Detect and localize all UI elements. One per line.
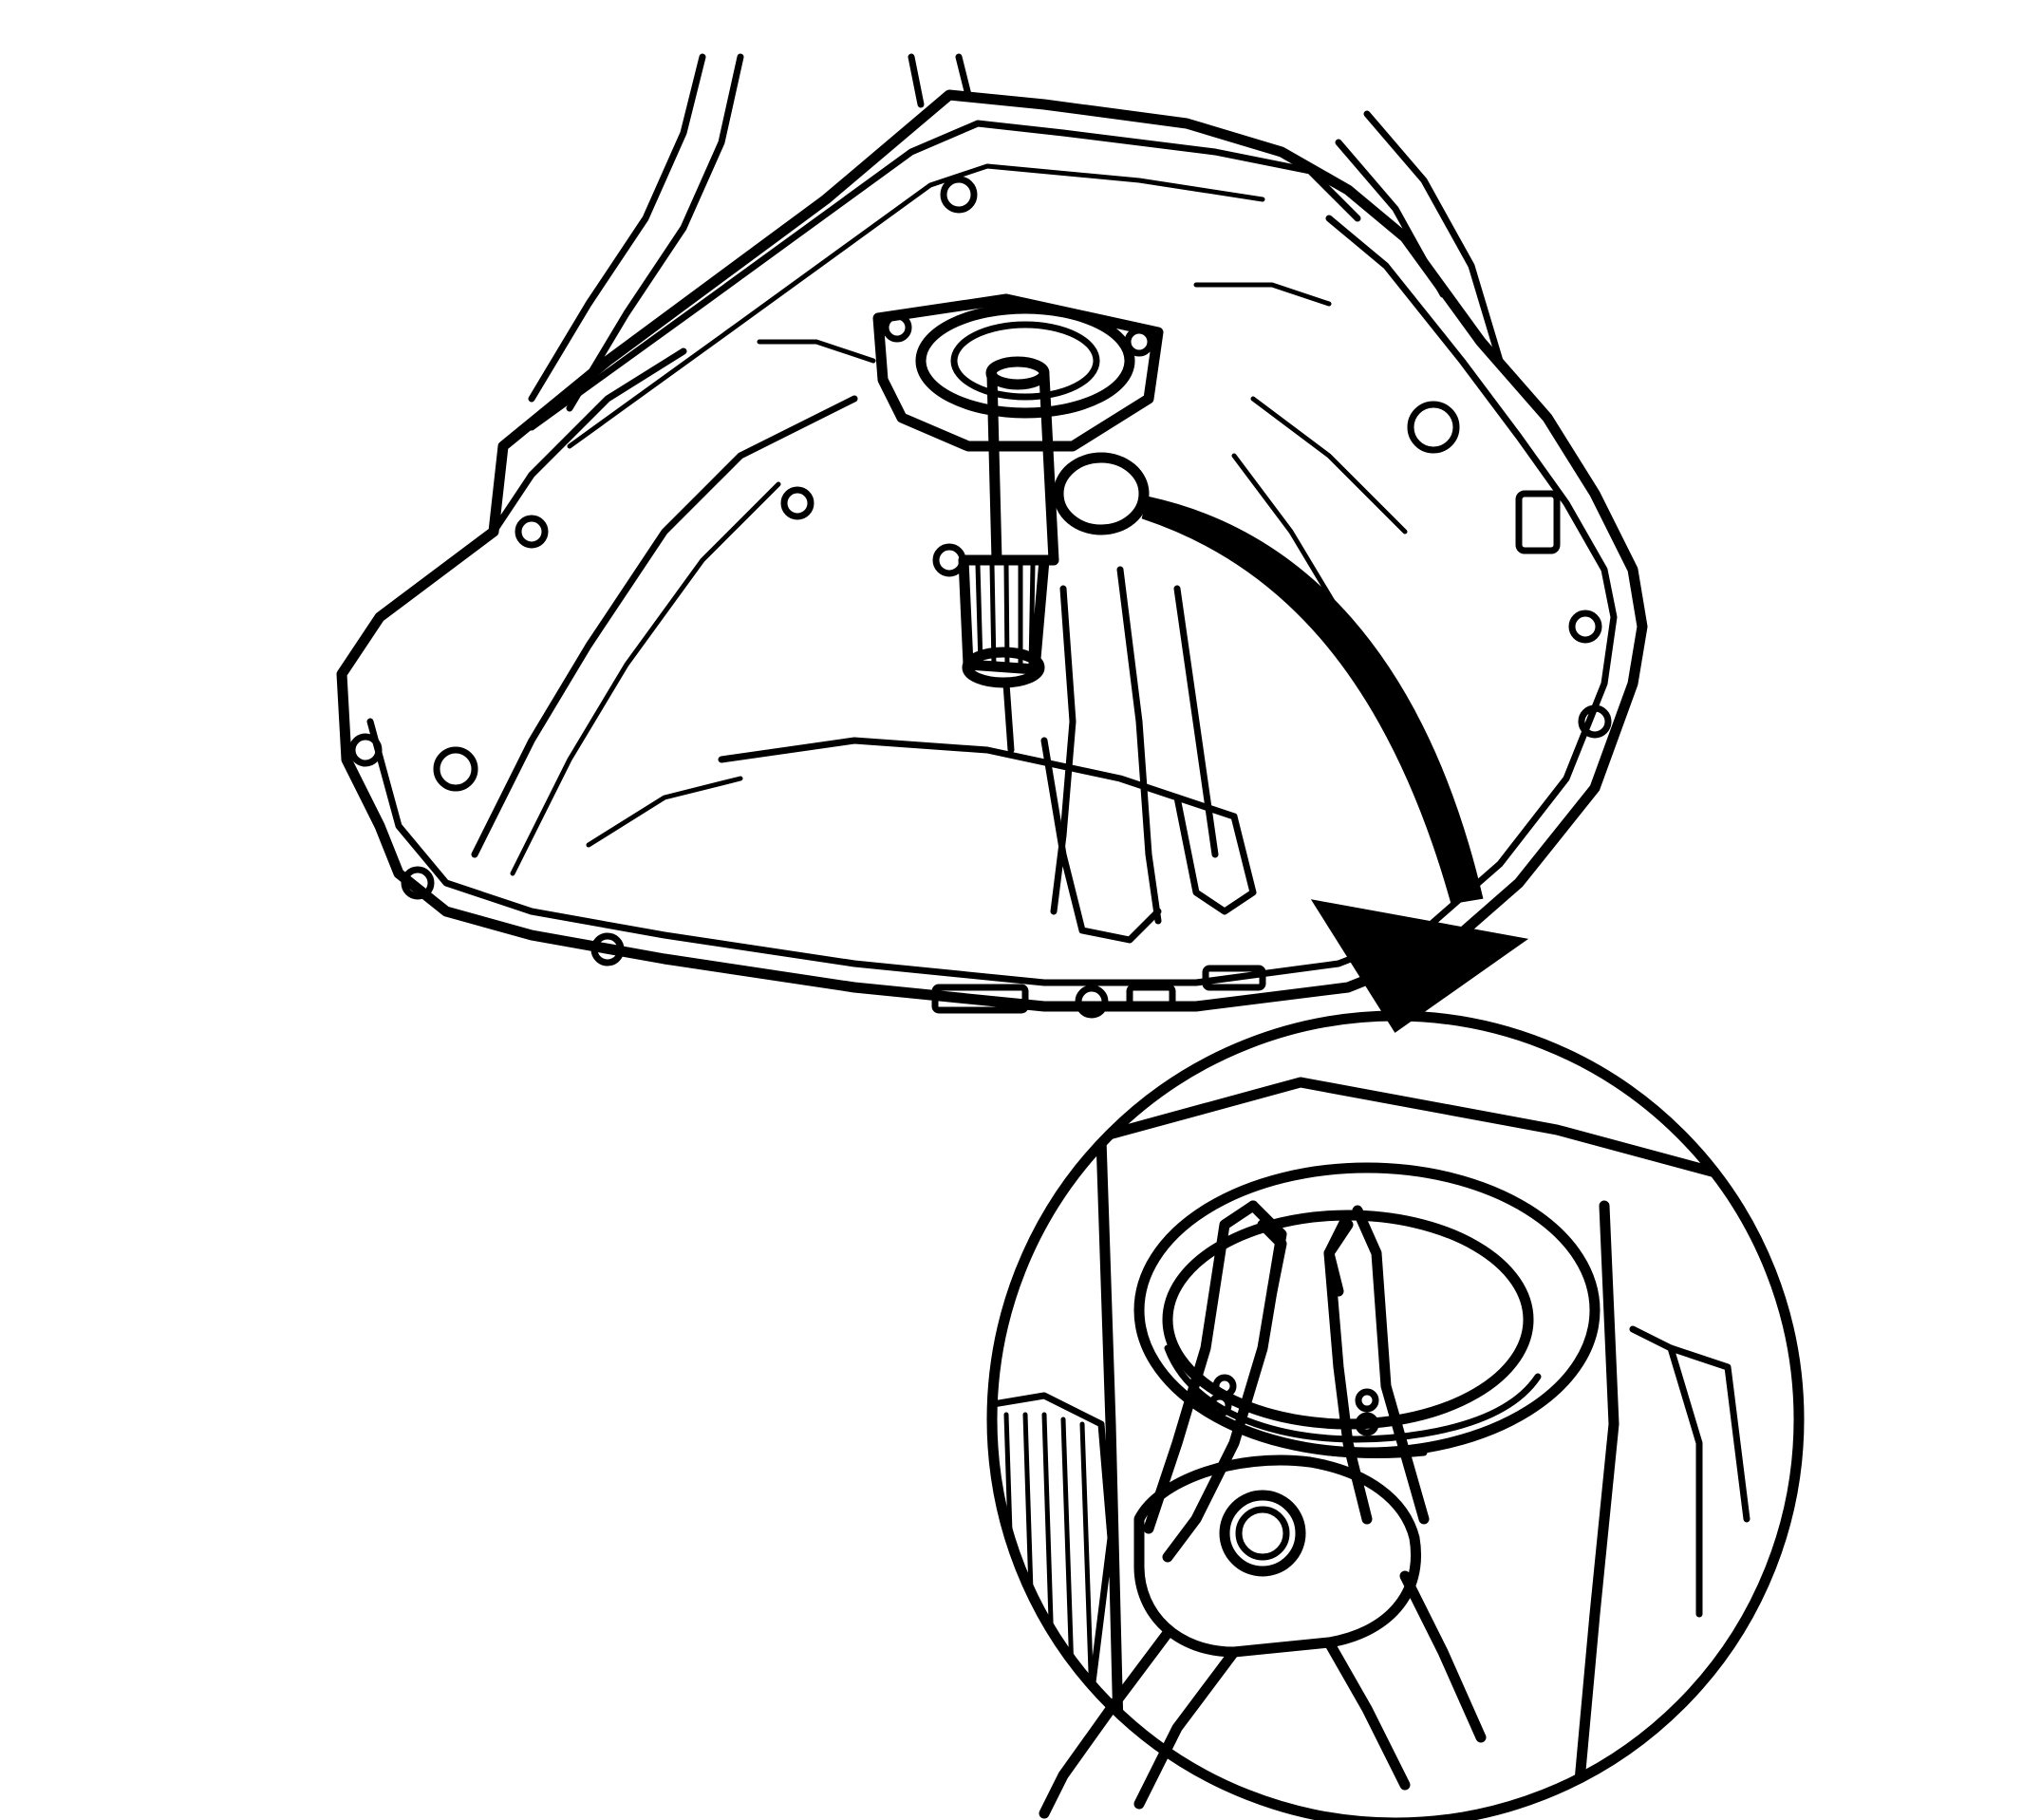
detail-circle-border (986, 1010, 1805, 1820)
pliers-rivet (1212, 1374, 1237, 1398)
detail-case-wall-left (1095, 1134, 1126, 1810)
bolt-hole (1075, 985, 1109, 1019)
pliers-right-jaw (1323, 1210, 1373, 1525)
flange-slot (1202, 965, 1266, 991)
pliers-left-jaw-inner (1143, 1200, 1259, 1534)
flange-slot (931, 984, 1029, 1014)
bell-housing-outline (336, 89, 1648, 1012)
detail-case-rib (1629, 1325, 1703, 1618)
flange-slot (1126, 984, 1176, 1010)
detail-case-wall-right (1570, 1200, 1619, 1820)
pliers-right-jaw-inner (1352, 1205, 1430, 1525)
interior-vane-2 (1250, 396, 1408, 535)
snap-ring-pliers-icon (1039, 1200, 1487, 1819)
detail-case-top (1086, 1077, 1799, 1202)
pliers-pivot-outer (1219, 1490, 1306, 1577)
pliers-handle-right (1323, 1637, 1411, 1791)
interior-strut-3 (1173, 585, 1219, 858)
retainer-collar-inner (950, 321, 1100, 401)
upper-pipe-left (528, 53, 706, 403)
curved-arrow-icon (1141, 496, 1529, 1033)
interior-rib-2 (586, 776, 743, 848)
flange-slot (1515, 490, 1561, 554)
pliers-left-jaw (1162, 1200, 1287, 1563)
upper-pipe-far-right-2 (1335, 139, 1447, 298)
detail-case-rib-2 (1667, 1344, 1751, 1523)
bolt-hole (1407, 401, 1460, 454)
interior-vane-3 (1193, 282, 1332, 307)
upper-pipe-right-2 (955, 53, 972, 99)
input-shaft-icon (958, 356, 1059, 754)
bolt-hole (515, 515, 549, 549)
upper-pipe-far-right (1363, 110, 1504, 365)
bolt-hole (348, 733, 383, 767)
retainer-bolt (882, 312, 912, 343)
detail-left-boss (992, 1392, 1114, 1694)
case-left-wall-3 (510, 481, 781, 876)
retainer-collar-outer (915, 303, 1135, 419)
pliers-pivot-inner (1235, 1506, 1290, 1561)
case-left-wall-2 (471, 395, 858, 858)
flange-bolt-holes (348, 176, 1612, 1019)
pliers-pivot-block (1133, 1454, 1421, 1658)
bolt-hole (780, 486, 814, 520)
shaft-body (986, 369, 1059, 566)
case-top-ridge-inner (567, 163, 1265, 449)
pliers-handle-left-2 (1133, 1646, 1240, 1810)
detail-bore-step (1164, 1344, 1542, 1443)
bolt-hole (401, 866, 435, 900)
detail-view (986, 1010, 1805, 1820)
shaft-top (985, 356, 1050, 390)
lower-boss-2 (1173, 794, 1257, 915)
case-top-ridge (528, 120, 1361, 431)
pliers-rivet (1355, 1388, 1379, 1413)
case-left-wall (490, 347, 687, 535)
bolt-hole (1568, 610, 1602, 644)
lower-boss (1040, 737, 1162, 944)
shaft-pilot (1002, 680, 1015, 754)
bolt-hole (940, 176, 978, 214)
pliers-rivet (1355, 1412, 1379, 1436)
interior-rib (718, 737, 1238, 820)
interior-strut-2 (1116, 566, 1162, 925)
bolt-hole (433, 746, 478, 792)
bolt-hole (1578, 704, 1612, 739)
interior-strut (1050, 585, 1077, 915)
arrow-shaft (1141, 496, 1484, 905)
interior-vane-4 (757, 339, 876, 364)
upper-pipe-right (908, 53, 925, 108)
transmission-case-icon (336, 53, 1648, 1019)
pliers-handle-left (1039, 1627, 1173, 1819)
upper-pipe-left-2 (566, 53, 744, 412)
pliers-handle-right-2 (1399, 1570, 1487, 1743)
snap-ring-access-hole (1053, 452, 1150, 535)
pliers-rivet (1208, 1393, 1232, 1417)
bolt-hole (590, 932, 625, 966)
arrow-head (1310, 899, 1529, 1033)
